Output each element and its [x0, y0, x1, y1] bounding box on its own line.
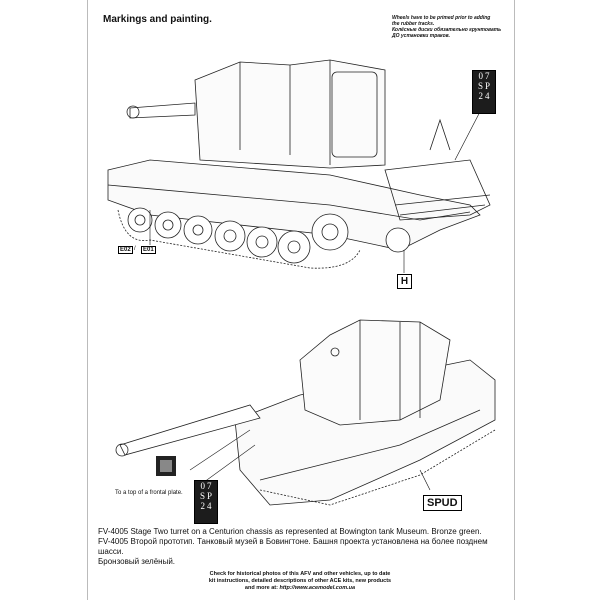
- note-line-3: Колёсные диски обязательно грунтовать ДО…: [392, 27, 502, 39]
- caption-line-3: Бронзовый зелёный.: [98, 557, 176, 566]
- part-label-e01: E01: [141, 246, 156, 254]
- frontal-plate-label: To a top of a frontal plate.: [115, 490, 183, 496]
- plate-row-3: 24: [478, 91, 492, 101]
- note-line-2: the rubber tracks.: [392, 21, 435, 27]
- part-label-e02: E02: [118, 246, 133, 254]
- footer: Check for historical photos of this AFV …: [100, 571, 500, 592]
- plate-row-1: 07: [200, 481, 214, 491]
- part-label-h: H: [397, 274, 412, 289]
- caption: FV-4005 Stage Two turret on a Centurion …: [98, 527, 503, 567]
- spud-marking: SPUD: [423, 495, 462, 511]
- caption-line-1: FV-4005 Stage Two turret on a Centurion …: [98, 527, 482, 536]
- slash-separator: /: [134, 246, 136, 252]
- plate-row-2: SP: [477, 81, 492, 91]
- plate-row-2: SP: [199, 491, 214, 501]
- footer-line-1: Check for historical photos of this AFV …: [209, 571, 391, 577]
- registration-plate-bottom: 07 SP 24: [194, 480, 218, 524]
- road-wheels: [127, 207, 411, 264]
- caption-line-2: FV-4005 Второй прототип. Танковый музей …: [98, 537, 488, 556]
- page-title: Markings and painting.: [103, 14, 212, 25]
- tank-front-view-drawing: [115, 319, 496, 506]
- footer-link[interactable]: http://www.acemodel.com.ua: [279, 585, 356, 591]
- tank-rear-view-drawing: [107, 59, 491, 269]
- registration-plate-top: 07 SP 24: [472, 70, 496, 114]
- plate-row-1: 07: [478, 71, 492, 81]
- frontal-plate-icon: [156, 456, 176, 476]
- footer-line-2: kit instructions, detailed descriptions …: [208, 578, 392, 584]
- footer-line-3: and more at: http://www.acemodel.com.ua: [100, 585, 500, 592]
- footer-lead: and more at:: [244, 585, 278, 591]
- priming-note: Wheels have to be primed prior to adding…: [392, 15, 510, 39]
- plate-row-3: 24: [200, 501, 214, 511]
- note-line-1: Wheels have to be primed prior to adding: [392, 15, 491, 21]
